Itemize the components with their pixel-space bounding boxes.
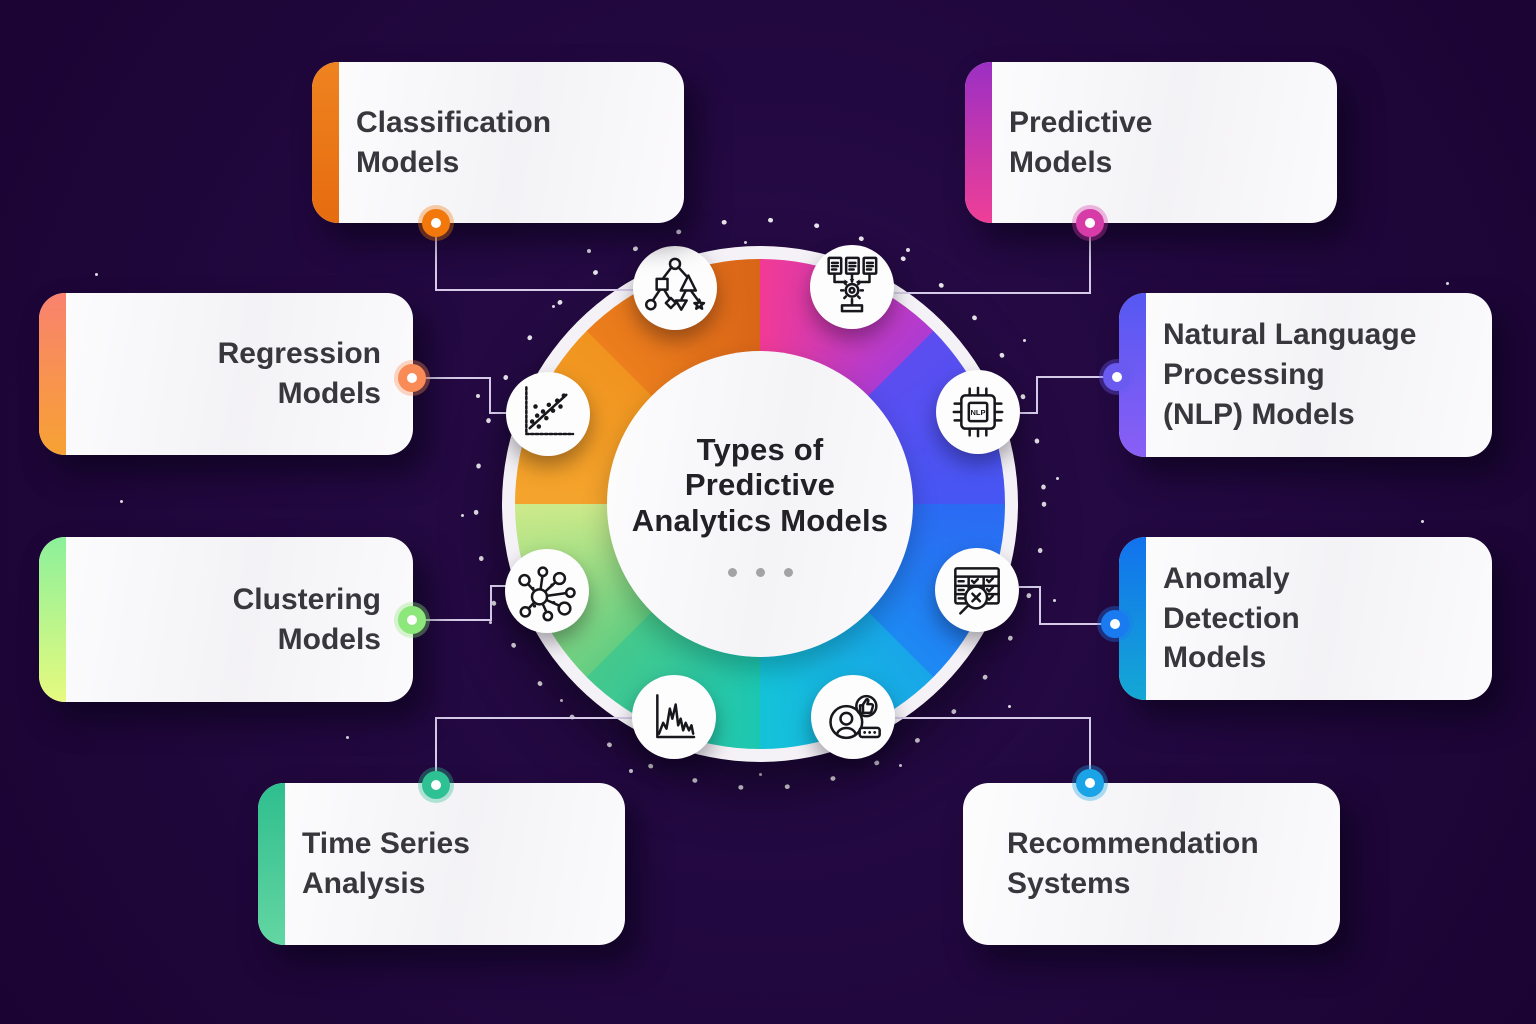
- card-label-line: Models: [277, 377, 381, 410]
- card-label-line: Classification: [356, 105, 552, 139]
- connector-timeseries: [435, 717, 633, 785]
- card-classification-models: Classification Models: [312, 62, 684, 223]
- card-label: Natural Language Processing (NLP) Models: [1119, 315, 1492, 435]
- card-accent-bar: [258, 783, 285, 945]
- page-title-line: Predictive: [684, 467, 836, 503]
- card-clustering-models: Clustering Models: [39, 537, 413, 702]
- documents-flow-icon: [827, 256, 878, 313]
- card-time-series-analysis: Time Series Analysis: [258, 783, 625, 945]
- card-label: Recommendation Systems: [963, 824, 1340, 904]
- anchor-dot-predictive: [1076, 209, 1104, 237]
- dot: [783, 568, 793, 578]
- card-label: Predictive Models: [965, 103, 1337, 183]
- card-label-line: Predictive: [1009, 105, 1153, 139]
- card-label: Time Series Analysis: [258, 824, 625, 904]
- nlp-icon-bubble: NLP: [936, 370, 1020, 454]
- scatter-plot-icon: [525, 386, 575, 436]
- card-accent-bar: [312, 62, 339, 223]
- card-label-line: Recommendation: [1007, 827, 1259, 861]
- dot: [755, 568, 765, 578]
- predictive-icon-bubble: [810, 245, 894, 329]
- user-thumbsup-icon: [829, 694, 881, 740]
- table-magnifier-icon: [954, 567, 1000, 615]
- page-title-line: Types of: [696, 431, 824, 467]
- wheel-center: Types of Predictive Analytics Models: [607, 351, 913, 657]
- connector-anomaly: [1019, 586, 1115, 625]
- card-label-line: Analysis: [302, 867, 426, 900]
- card-label-line: Processing: [1163, 358, 1325, 392]
- regression-icon-bubble: [506, 372, 590, 456]
- cluster-network-icon: [518, 566, 576, 622]
- connector-clustering: [412, 585, 506, 621]
- card-label-line: Models: [277, 622, 381, 656]
- anomaly-icon-bubble: [935, 548, 1019, 632]
- card-predictive-models: Predictive Models: [965, 62, 1337, 223]
- card-accent-bar: [39, 293, 66, 455]
- decision-tree-icon: [645, 257, 706, 311]
- nlp-chip-icon: NLP: [952, 386, 1004, 438]
- ellipsis-dots: [727, 568, 793, 578]
- card-recommendation-systems: Recommendation Systems: [963, 783, 1340, 945]
- anchor-dot-recommendation: [1076, 769, 1104, 797]
- card-regression-models: Regression Models: [39, 293, 413, 455]
- page-title-line: Analytics Models: [631, 502, 889, 538]
- connector-classification: [435, 223, 634, 291]
- card-label-line: Natural Language: [1163, 318, 1417, 352]
- card-nlp-models: Natural Language Processing (NLP) Models: [1119, 293, 1492, 457]
- card-label-line: Models: [356, 145, 460, 179]
- dot: [727, 568, 737, 578]
- card-label: Clustering Models: [39, 580, 413, 660]
- anchor-dot-classification: [422, 209, 450, 237]
- anchor-dot-timeseries: [422, 771, 450, 799]
- nlp-chip-label: NLP: [971, 408, 986, 417]
- timeseries-icon-bubble: [632, 675, 716, 759]
- card-accent-bar: [39, 537, 66, 702]
- recommendation-icon-bubble: [811, 675, 895, 759]
- line-chart-icon: [656, 694, 696, 739]
- page-title: Types of Predictive Analytics Models: [632, 431, 888, 541]
- card-label-line: Time Series: [302, 827, 470, 861]
- card-label: Regression Models: [39, 334, 413, 414]
- card-label-line: Detection: [1163, 601, 1300, 635]
- card-label-line: (NLP) Models: [1163, 397, 1355, 431]
- card-label-line: Models: [1163, 641, 1267, 675]
- anchor-dot-nlp: [1103, 363, 1131, 391]
- card-label-line: Regression: [217, 337, 381, 371]
- anchor-dot-clustering: [398, 606, 426, 634]
- card-accent-bar: [965, 62, 992, 223]
- clustering-icon-bubble: [505, 549, 589, 633]
- card-label-line: Models: [1009, 145, 1113, 179]
- card-label-line: Anomaly: [1163, 561, 1290, 595]
- card-label: Anomaly Detection Models: [1119, 559, 1492, 679]
- anchor-dot-regression: [398, 364, 426, 392]
- anchor-dot-anomaly: [1101, 610, 1129, 638]
- card-label-line: Clustering: [232, 582, 381, 616]
- connector-nlp: [1020, 376, 1117, 414]
- connector-regression: [412, 377, 507, 414]
- classification-icon-bubble: [633, 246, 717, 330]
- card-label: Classification Models: [312, 103, 684, 183]
- connector-recommendation: [895, 717, 1091, 783]
- dashed-circle: [473, 217, 1047, 791]
- connector-predictive: [894, 223, 1091, 294]
- card-label-line: Systems: [1007, 867, 1131, 900]
- card-anomaly-detection-models: Anomaly Detection Models: [1119, 537, 1492, 700]
